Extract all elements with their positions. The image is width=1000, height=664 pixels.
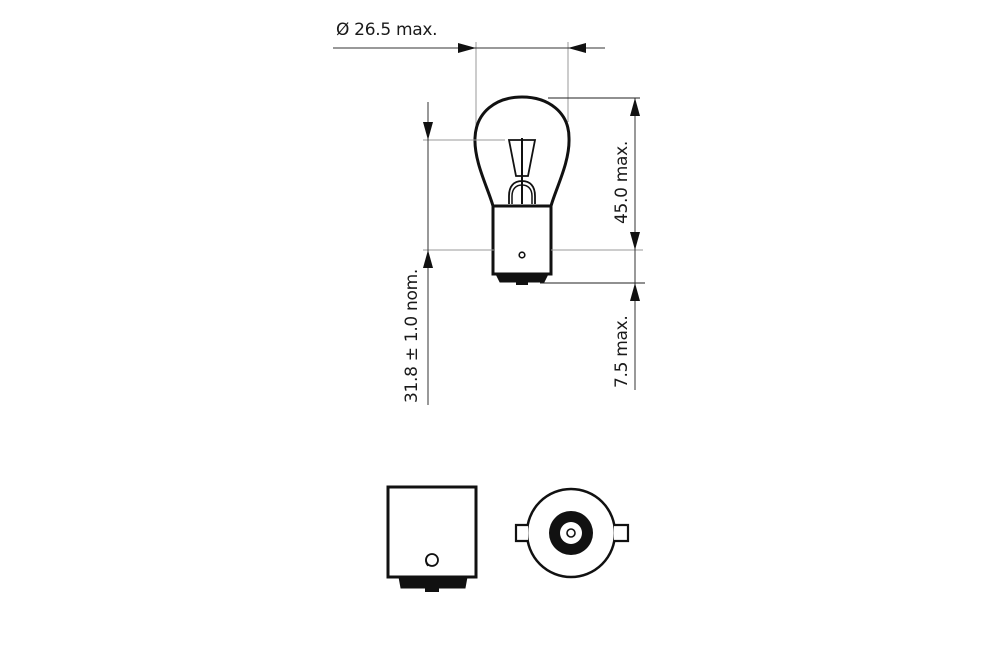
diameter-label: Ø 26.5 max. [336, 20, 438, 40]
diameter-dimension [333, 42, 605, 130]
overall-length-label: 45.0 max. [612, 141, 632, 224]
base-protrusion-label: 7.5 max. [612, 315, 632, 388]
light-center-dimension [423, 102, 433, 405]
overall-length-dimension [630, 98, 640, 390]
extension-lines [423, 139, 643, 251]
base-bottom-view [514, 487, 630, 579]
bulb-side-view [473, 95, 571, 285]
base-side-view [386, 485, 478, 592]
light-center-label: 31.8 ± 1.0 nom. [402, 269, 422, 403]
